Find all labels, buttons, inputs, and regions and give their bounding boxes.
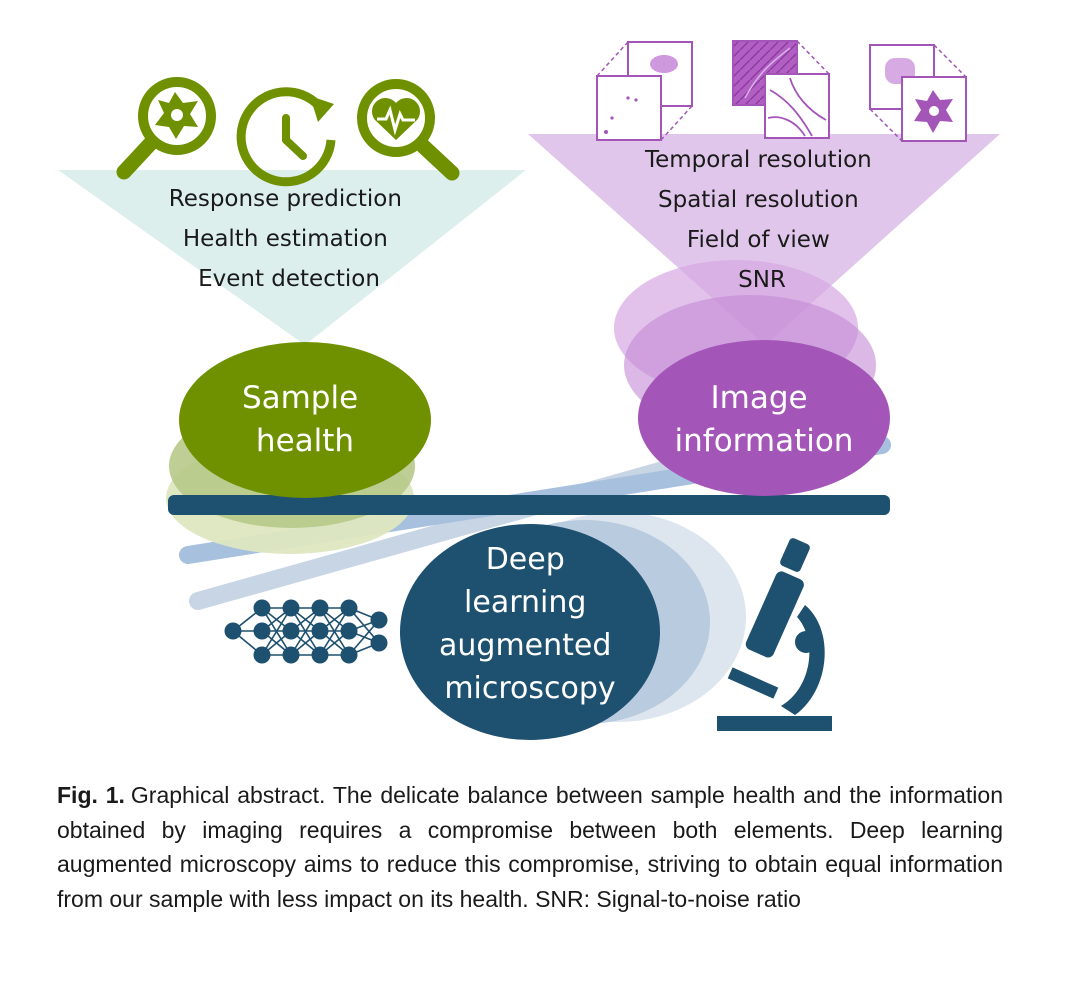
nn-edge (290, 607, 321, 656)
image-line-temporal: Temporal resolution (644, 147, 872, 173)
neural-network-icon (224, 599, 388, 664)
cell-magnifier-icon (116, 77, 216, 180)
nn-node (224, 622, 242, 640)
spatial-resolution-icon (732, 40, 830, 139)
graphical-abstract: Deep learning augmented microscopy Sampl… (58, 40, 1000, 740)
nn-edge (319, 607, 350, 656)
clock-refresh-icon (236, 87, 336, 187)
nn-node (311, 646, 329, 664)
svg-text:Response prediction Health: Response prediction Health estimation Ev… (169, 186, 409, 292)
caption-lead: Fig. 1. (57, 782, 125, 808)
field-of-view-icon (869, 44, 967, 142)
nn-node (370, 611, 388, 629)
nn-node (370, 634, 388, 652)
image-information-panel (528, 134, 1000, 345)
svg-text:Sample health: Sample health (242, 380, 368, 459)
nn-node (282, 599, 300, 617)
sample-health-line-1: Sample (242, 380, 358, 416)
svg-text:Temporal resolution Spatia: Temporal resolution Spatial resolution F… (644, 147, 879, 293)
balance-beam (168, 495, 890, 515)
nn-node (311, 599, 329, 617)
image-line-spatial: Spatial resolution (658, 187, 859, 213)
image-information-line-1: Image (711, 380, 808, 416)
image-information-line-2: information (675, 423, 854, 459)
svg-text:Image information: Image information (675, 380, 854, 459)
nn-node (340, 622, 358, 640)
nn-node (282, 646, 300, 664)
image-line-snr: SNR (738, 267, 786, 293)
sample-health-node: Sample health (179, 342, 431, 498)
deep-learning-line-4: microscopy (444, 671, 615, 706)
deep-learning-node: Deep learning augmented microscopy (400, 524, 660, 740)
deep-learning-line-2: learning (464, 585, 586, 620)
nn-node (282, 622, 300, 640)
nn-node (340, 646, 358, 664)
image-information-node: Image information (638, 340, 890, 496)
health-line-response: Response prediction (169, 186, 402, 212)
svg-text:Deep learning augm: Deep learning augmented microscopy (439, 542, 621, 706)
caption-text: Graphical abstract. The delicate balance… (57, 782, 1004, 912)
deep-learning-line-3: augmented (439, 628, 611, 663)
heart-magnifier-icon (357, 79, 460, 181)
nn-edge (261, 607, 292, 656)
nn-node (253, 646, 271, 664)
nn-node (311, 622, 329, 640)
nn-node (340, 599, 358, 617)
microscope-icon (717, 538, 832, 731)
figure-caption: Fig. 1.Graphical abstract. The delicate … (57, 778, 1003, 916)
nn-node (253, 622, 271, 640)
health-line-health: Health estimation (183, 226, 388, 252)
sample-health-panel (58, 170, 526, 345)
sample-health-line-2: health (256, 423, 354, 459)
health-line-event: Event detection (198, 266, 380, 292)
deep-learning-line-1: Deep (486, 542, 565, 577)
image-line-fov: Field of view (687, 227, 830, 253)
nn-node (253, 599, 271, 617)
temporal-stack-icon (596, 41, 693, 141)
